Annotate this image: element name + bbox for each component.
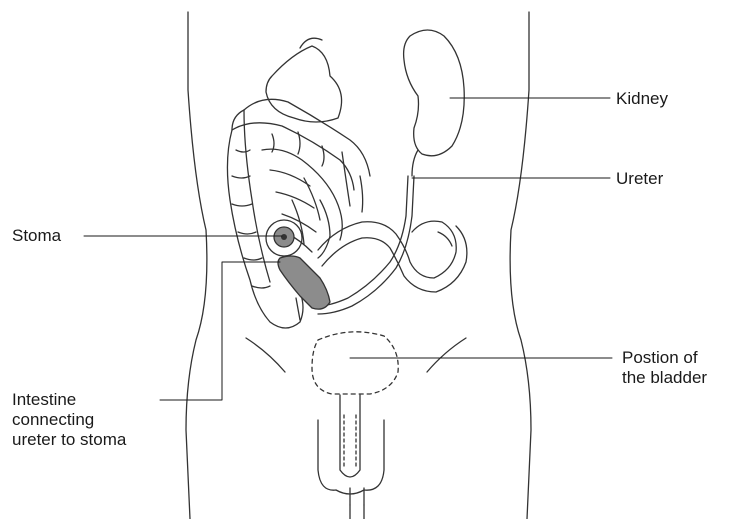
kidney-pelvis [412, 150, 418, 176]
intestine-label-line-3: ureter to stoma [12, 430, 126, 450]
bladder-label-line-1: Postion of [622, 348, 707, 368]
kidney-shape [404, 30, 465, 156]
intestine-label: Intestine connecting ureter to stoma [12, 390, 126, 450]
intestine-label-line-1: Intestine [12, 390, 126, 410]
kidney-and-ureter [296, 30, 467, 320]
kidney-label: Kidney [616, 89, 668, 109]
torso-outline [186, 12, 531, 519]
genitals-outline [318, 395, 384, 505]
bladder-label-line-2: the bladder [622, 368, 707, 388]
intestine-label-line-2: connecting [12, 410, 126, 430]
bladder-outline [312, 332, 398, 394]
stoma [266, 220, 302, 256]
ureter-label: Ureter [616, 169, 663, 189]
intestinal-conduit [278, 256, 330, 309]
bladder-label: Postion of the bladder [622, 348, 707, 388]
leader-lines [84, 98, 612, 400]
stoma-label: Stoma [12, 226, 61, 246]
intestine-leader [160, 262, 280, 400]
